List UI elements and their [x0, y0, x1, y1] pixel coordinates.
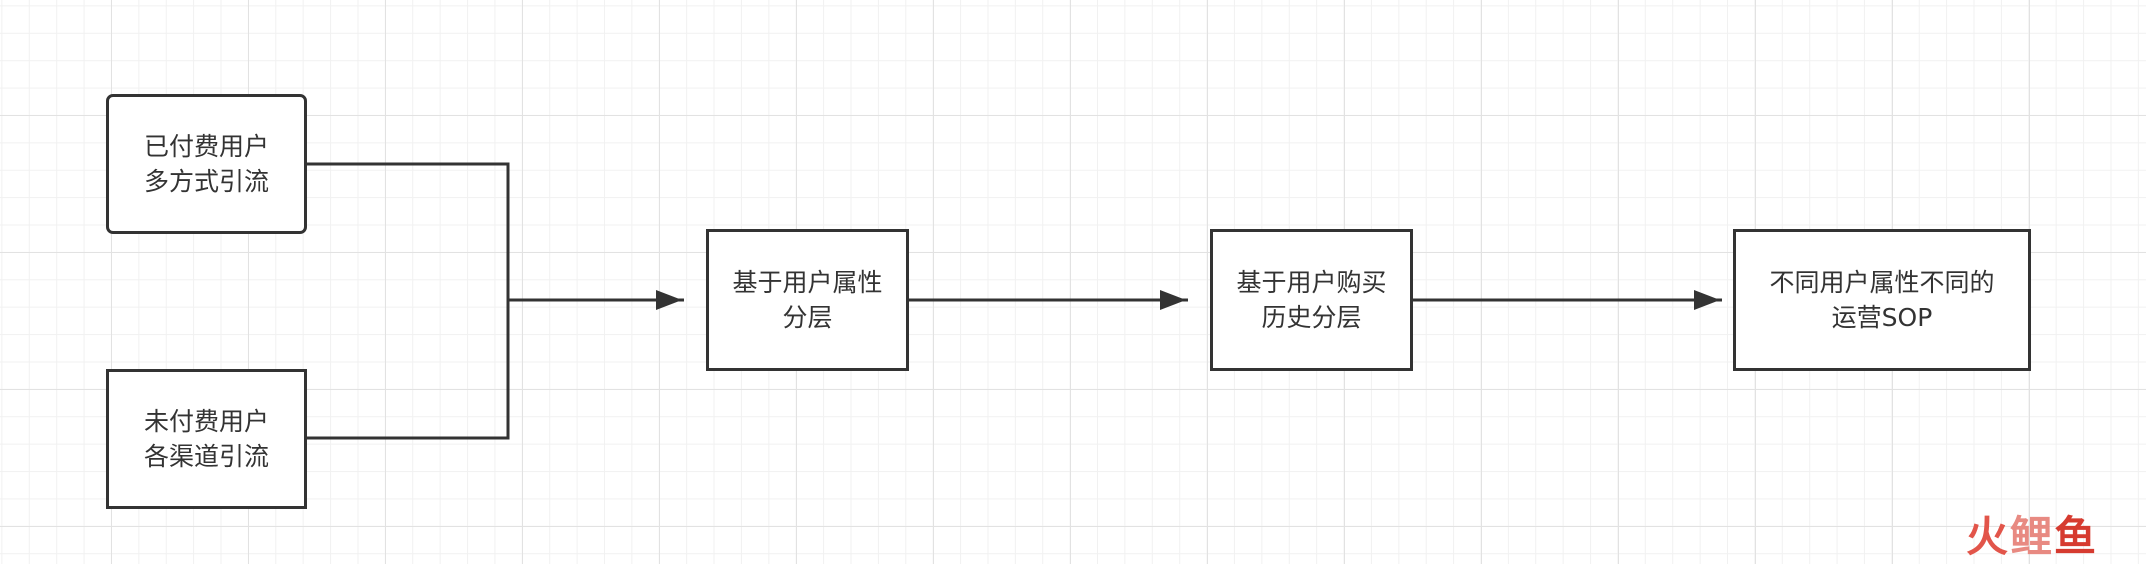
- node-differentiated-sop-line-1: 不同用户属性不同的: [1769, 268, 1995, 297]
- node-paid-users-line-2: 多方式引流: [143, 167, 269, 196]
- node-paid-users[interactable]: 已付费用户 多方式引流: [106, 94, 307, 234]
- arrowhead-differentiated-sop: [1694, 290, 1720, 310]
- node-differentiated-sop-line-2: 运营SOP: [1831, 303, 1933, 332]
- node-purchase-history-layering-line-2: 历史分层: [1261, 303, 1362, 332]
- watermark-char-1: 火: [1966, 512, 2011, 561]
- node-unpaid-users-line-2: 各渠道引流: [143, 442, 269, 471]
- node-purchase-history-layering-label: 基于用户购买 历史分层: [1236, 265, 1386, 335]
- node-attribute-layering-label: 基于用户属性 分层: [732, 265, 882, 335]
- connector-paid-to-merge: [305, 162, 510, 300]
- node-unpaid-users-line-1: 未付费用户: [143, 407, 269, 436]
- node-paid-users-line-1: 已付费用户: [143, 132, 269, 161]
- node-attribute-layering-line-2: 分层: [782, 303, 833, 332]
- watermark-char-3: 鱼: [2054, 512, 2099, 561]
- node-unpaid-users[interactable]: 未付费用户 各渠道引流: [106, 369, 307, 509]
- arrowhead-purchase-history-layering: [1160, 290, 1186, 310]
- node-purchase-history-layering[interactable]: 基于用户购买 历史分层: [1210, 229, 1413, 371]
- watermark-char-2: 鲤: [2010, 512, 2055, 561]
- connector-unpaid-to-merge: [305, 300, 510, 440]
- node-paid-users-label: 已付费用户 多方式引流: [144, 129, 269, 199]
- node-unpaid-users-label: 未付费用户 各渠道引流: [144, 404, 269, 474]
- node-differentiated-sop-label: 不同用户属性不同的 运营SOP: [1769, 265, 1994, 335]
- node-purchase-history-layering-line-1: 基于用户购买: [1236, 268, 1387, 297]
- node-attribute-layering[interactable]: 基于用户属性 分层: [706, 229, 909, 371]
- node-attribute-layering-line-1: 基于用户属性: [732, 268, 883, 297]
- arrowhead-attribute-layering: [656, 290, 682, 310]
- watermark-logo: 火鲤鱼: [1966, 512, 2098, 562]
- node-differentiated-sop[interactable]: 不同用户属性不同的 运营SOP: [1733, 229, 2031, 371]
